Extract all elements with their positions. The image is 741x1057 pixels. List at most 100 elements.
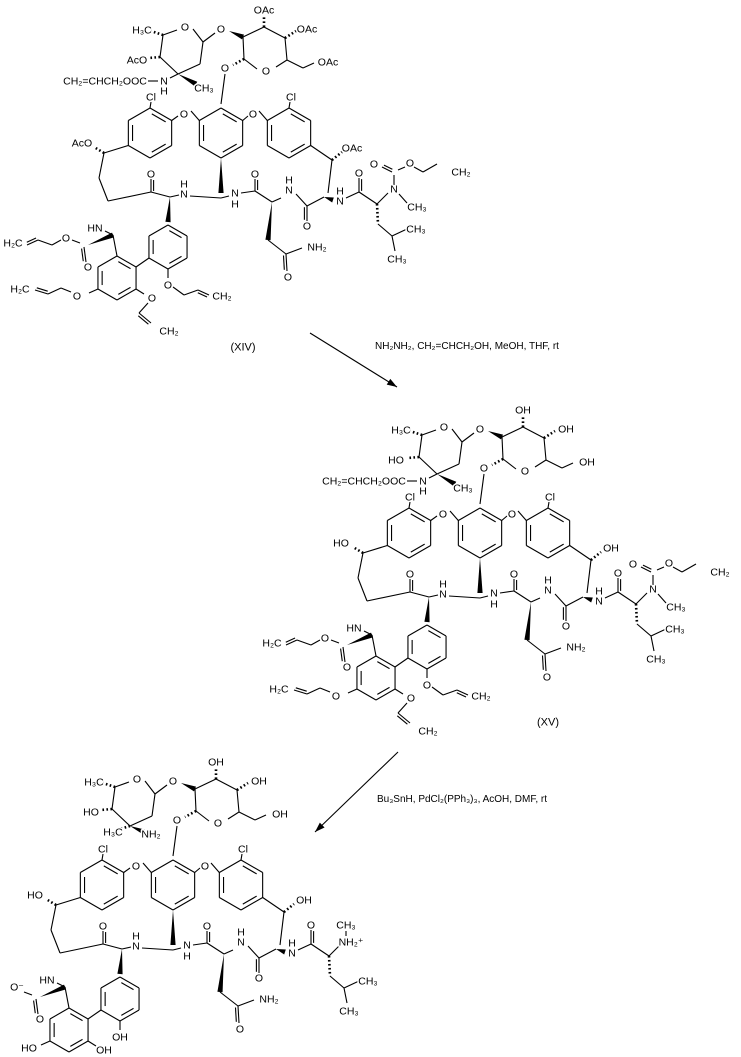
atom-label: O [423, 680, 431, 692]
reagents-text-1: NH₂NH₂, CH₂=CHCH₂OH, MeOH, THF, rt [375, 341, 559, 352]
atom-label: OAc [342, 143, 362, 155]
atom-label: O [303, 221, 311, 233]
atom-label: O [214, 818, 222, 830]
atom-label: N [595, 596, 603, 608]
atom-label: HN [87, 223, 102, 235]
atom-label: CH₃ [194, 83, 213, 95]
atom-label: HN [39, 975, 54, 987]
atom-label: N [132, 941, 140, 953]
atom-label: H₃C [103, 827, 123, 839]
atom-label: CH₃ [453, 483, 472, 495]
atom-label: H₂C [262, 638, 282, 650]
atom-label: O [201, 861, 209, 873]
atom-label: H [439, 579, 447, 591]
atom-label: O [221, 63, 229, 75]
atom-label: CH₂ [159, 326, 178, 338]
atom-label: O [181, 22, 189, 34]
atom-label: HO [83, 807, 99, 819]
atom-label: AcO [72, 138, 92, 150]
atom-label: CH₃ [339, 1006, 358, 1018]
atom-label: O [543, 672, 551, 684]
compound-tag: (XV) [537, 717, 559, 729]
atom-label: N [490, 588, 498, 600]
atom-label: Cl [98, 844, 108, 856]
atom-label: O [236, 1024, 244, 1036]
atom-label: O [251, 169, 259, 181]
atom-label: H₃C [132, 25, 152, 37]
atom-label: OH [579, 457, 595, 469]
atom-label: N [544, 585, 552, 597]
atom-label: O [370, 159, 378, 171]
atom-label: CH₃ [336, 920, 355, 932]
atom-label: N [288, 948, 296, 960]
reaction-step-2: Bu₃SnH, PdCl₂(PPh₃)₃, AcOH, DMF, rt [314, 751, 549, 833]
atom-label: OAc [318, 57, 338, 69]
atom-label: CH₂ [212, 291, 231, 303]
atom-label: H₂C [3, 238, 23, 250]
atom-label: CH₃ [358, 976, 377, 988]
atom-label: N [180, 189, 188, 201]
atom-label: OH [558, 424, 574, 436]
compound-tag: (XIV) [230, 342, 255, 354]
atom-label: CH₂ [418, 726, 437, 738]
atom-label: OH [515, 405, 531, 417]
atom-label: H [544, 575, 552, 587]
atom-label: O [203, 921, 211, 933]
atom-label: HO [388, 455, 404, 467]
atom-label: O [355, 168, 363, 180]
atom-label: CH₃ [665, 624, 684, 636]
atom-label: H [285, 175, 293, 187]
atom-label: Cl [405, 492, 415, 504]
atom-label: H [288, 938, 296, 950]
atom-label: H [183, 951, 191, 963]
atom-label: N [419, 476, 427, 488]
atom-label: CH₃ [646, 654, 665, 666]
atom-label: OH [208, 757, 224, 769]
atom-label: CH₃ [407, 202, 426, 214]
atom-label: O [249, 109, 257, 121]
atom-label: O [332, 691, 340, 703]
atom-label: NH₂ [141, 829, 160, 841]
atom-label: CH₂ [451, 167, 470, 179]
atom-label: O [508, 509, 516, 521]
atom-label: H [132, 931, 140, 943]
atom-label: O [73, 291, 81, 303]
atom-label: H₃C [391, 425, 411, 437]
atom-label: O [665, 558, 673, 570]
atom-label: O [262, 66, 270, 78]
atom-label: Cl [286, 92, 296, 104]
atom-label: H₂C [269, 684, 289, 696]
atom-label: O [164, 280, 172, 292]
atom-label: CH₂=CHCH₂OOC [63, 76, 147, 88]
atom-label: N [237, 937, 245, 949]
atom-label: O [480, 463, 488, 475]
atom-label: O [406, 158, 414, 170]
atom-label: O [36, 1014, 44, 1026]
atom-label: OH [96, 1045, 112, 1057]
atom-label: Cl [545, 492, 555, 504]
atom-label: O [510, 569, 518, 581]
atom-label: H [336, 186, 344, 198]
atom-label: O [169, 776, 177, 788]
atom-label: O [284, 272, 292, 284]
reaction-arrowhead [386, 378, 397, 387]
atom-label: H₃C [84, 777, 104, 789]
atom-label: OH [603, 543, 619, 555]
atom-label: HN [346, 623, 361, 635]
atom-label: N [649, 584, 657, 596]
atom-label: N [336, 196, 344, 208]
atom-label: O [614, 568, 622, 580]
atom-label: H [180, 179, 188, 191]
atom-label: O [307, 920, 315, 932]
atom-label: NH₂ [307, 242, 326, 254]
atom-label: O⁻ [10, 982, 24, 994]
atom-label: OH [112, 1032, 128, 1044]
reaction-step-1: NH₂NH₂, CH₂=CHCH₂OH, MeOH, THF, rt [309, 332, 561, 388]
atom-label: H [419, 486, 427, 498]
atom-label: O [407, 693, 415, 705]
atom-label: Cl [146, 92, 156, 104]
atom-label: O [629, 559, 637, 571]
